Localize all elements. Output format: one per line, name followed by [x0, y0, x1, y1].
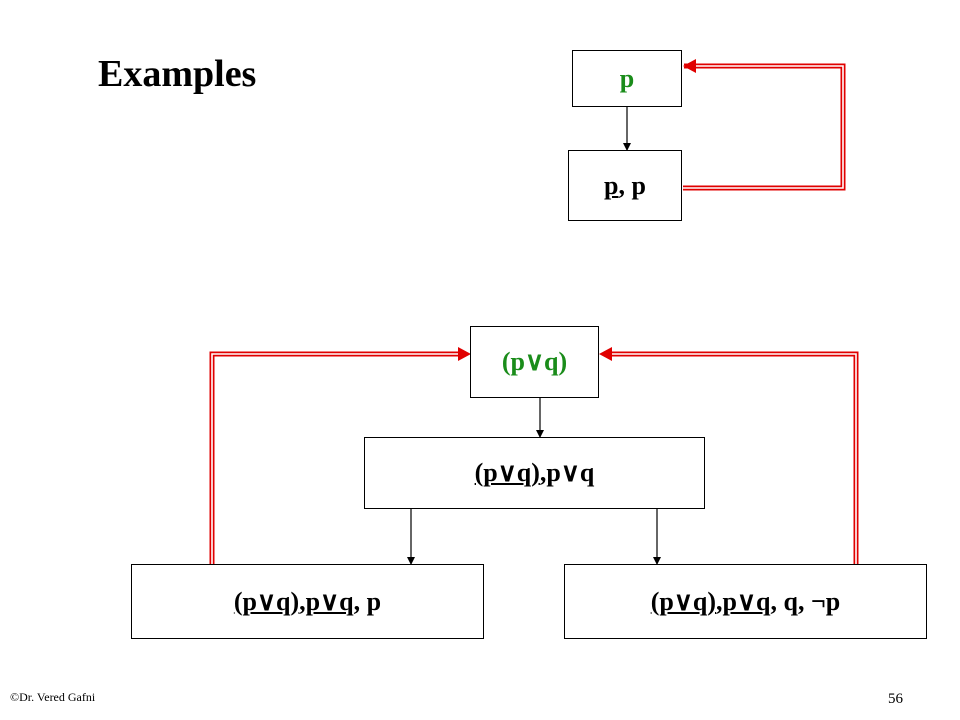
node-d2-left-f2: p∨q	[305, 586, 354, 616]
node-d2-right-rest: , q, ¬p	[770, 586, 841, 616]
node-d1-child: p, p	[568, 150, 682, 221]
slide-title: Examples	[98, 53, 257, 95]
node-d2-right: (p∨q), p∨q, q, ¬p	[564, 564, 927, 639]
loop-arrow-diagram1	[683, 59, 846, 191]
node-d2-left-sep: ,	[299, 586, 306, 616]
node-d2-mid: (p∨q), p∨q	[364, 437, 705, 509]
node-d2-right-f1: (p∨q)	[650, 586, 717, 616]
node-d2-left-f1: (p∨q)	[233, 586, 300, 616]
node-d1-root: p	[572, 50, 682, 107]
node-d2-root: (p∨q)	[470, 326, 599, 398]
footer-copyright: ©Dr. Vered Gafni	[10, 690, 96, 704]
loop-arrow-left	[209, 347, 471, 565]
node-d2-left: (p∨q), p∨q, p	[131, 564, 484, 639]
page-number: 56	[888, 691, 903, 707]
node-d1-root-formula: p	[619, 63, 635, 93]
node-d1-child-formula: p	[604, 170, 619, 200]
loop-arrow-right	[599, 347, 859, 565]
node-d2-right-f2: p∨q	[722, 586, 771, 616]
node-d2-root-formula: (p∨q)	[501, 347, 568, 376]
node-d1-child-rest: , p	[618, 170, 646, 200]
node-d2-mid-sep: ,	[539, 458, 547, 487]
node-d2-mid-formula: (p∨q)	[474, 458, 540, 487]
node-d2-right-sep: ,	[716, 586, 723, 616]
node-d2-left-rest: , p	[353, 586, 382, 616]
node-d2-mid-rest: p∨q	[546, 458, 595, 487]
